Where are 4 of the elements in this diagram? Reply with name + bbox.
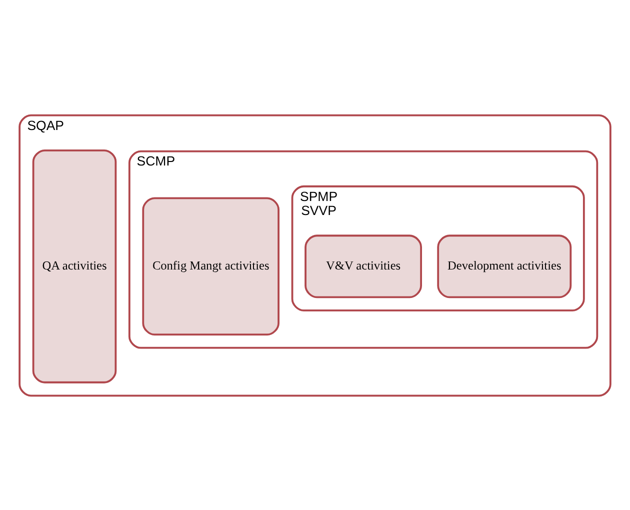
node-box: Config Mangt activities [142,196,280,336]
node-box: V&V activities [304,234,422,298]
node-box: Development activities [437,234,572,298]
node-box: QA activities [32,148,117,383]
